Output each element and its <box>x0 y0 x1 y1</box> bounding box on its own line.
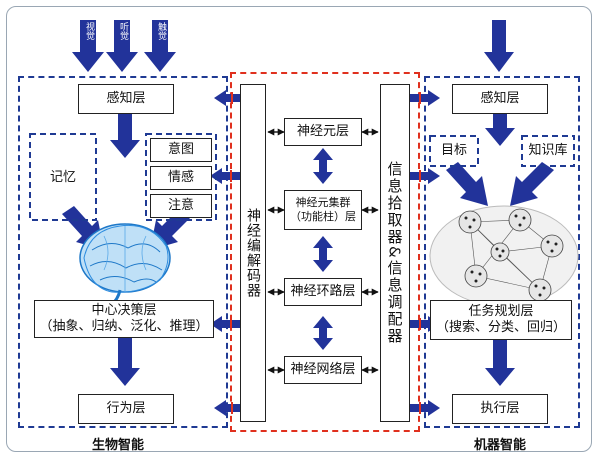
machine-perception-layer: 感知层 <box>452 84 548 114</box>
sense-label-hearing: 听觉 <box>118 22 128 40</box>
neuron-layer: 神经元层 <box>284 118 362 146</box>
knowledge-base-label: 知识库 <box>528 143 568 158</box>
sense-label-vision: 视觉 <box>84 22 94 40</box>
task-planning-detail: （搜索、分类、回归） <box>435 320 566 335</box>
neural-network-layer: 神经网络层 <box>284 356 362 384</box>
memory-dashed-box <box>29 133 97 221</box>
bio-perception-layer: 感知层 <box>78 84 174 114</box>
machine-intelligence-panel <box>424 76 580 428</box>
task-planning-layer: 任务规划层 （搜索、分类、回归） <box>430 300 572 340</box>
machine-flow-arrows <box>446 114 554 386</box>
sense-label-touch: 触觉 <box>156 22 166 40</box>
info-extractor-bar: 信息拾取器&信息调配器 <box>380 84 410 422</box>
memory-label: 记忆 <box>49 170 76 185</box>
brain-icon <box>79 223 171 308</box>
bio-intelligence-panel <box>18 76 228 428</box>
emotion-box: 情感 <box>150 166 212 190</box>
attention-box: 注意 <box>150 194 212 218</box>
machine-intelligence-caption: 机器智能 <box>474 438 527 453</box>
task-planning-title: 任务规划层 <box>468 304 534 319</box>
cognition-dashed-box <box>145 133 217 221</box>
neural-circuit-layer: 神经环路层 <box>284 278 362 306</box>
goal-label: 目标 <box>440 143 467 158</box>
sense-arrows <box>72 20 176 72</box>
neuron-cluster-detail: （功能柱）层 <box>290 210 356 223</box>
behavior-layer: 行为层 <box>78 394 174 424</box>
neuron-cluster-title: 神经元集群 <box>295 196 351 209</box>
bio-intelligence-caption: 生物智能 <box>92 438 145 453</box>
execution-layer: 执行层 <box>452 394 548 424</box>
central-decision-detail: （抽象、归纳、泛化、推理） <box>39 319 209 334</box>
goal-dashed-box <box>429 135 479 167</box>
neuron-cluster-layer: 神经元集群 （功能柱）层 <box>284 190 362 230</box>
machine-input-arrow <box>484 20 514 72</box>
layer-connector-arrows <box>267 128 379 374</box>
neural-codec-bar: 神经编解码器 <box>240 84 266 422</box>
info-extractor-label: 信息拾取器&信息调配器 <box>385 161 404 345</box>
knowledge-dashed-box <box>521 135 575 167</box>
neural-codec-label: 神经编解码器 <box>245 208 261 298</box>
intention-box: 意图 <box>150 138 212 162</box>
neural-network-icon <box>429 205 579 307</box>
central-decision-layer: 中心决策层 （抽象、归纳、泛化、推理） <box>34 300 214 338</box>
bio-flow-arrows <box>110 114 140 386</box>
outer-frame <box>6 6 592 452</box>
neural-center-panel <box>230 72 420 432</box>
center-double-arrows <box>313 148 333 350</box>
central-decision-title: 中心决策层 <box>91 303 157 318</box>
